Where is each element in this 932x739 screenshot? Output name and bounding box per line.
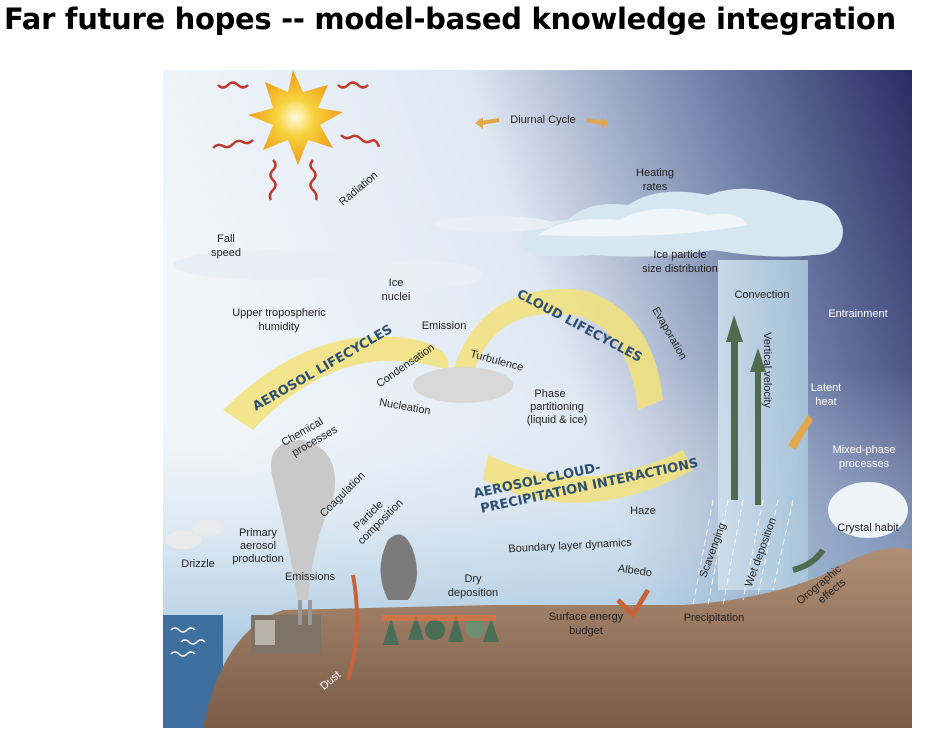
label-fall-1: Fall bbox=[217, 233, 235, 245]
label-diurnal-cycle: Diurnal Cycle bbox=[510, 114, 575, 126]
label-phase-2: partitioning bbox=[530, 401, 584, 413]
smoke-plume bbox=[380, 534, 417, 600]
label-dry-2: deposition bbox=[448, 587, 498, 599]
forest-icon bbox=[381, 615, 499, 645]
label-surface-energy-2: budget bbox=[569, 625, 603, 637]
label-heating-2: rates bbox=[643, 181, 668, 193]
latent-heat-arrow bbox=[788, 415, 813, 450]
aerosol-lifecycle-band bbox=[223, 336, 449, 430]
dust-arrow bbox=[346, 574, 359, 681]
drizzle-cloud bbox=[165, 531, 201, 549]
drizzle-cloud-small bbox=[192, 520, 224, 536]
cirrus-clouds bbox=[173, 216, 553, 289]
label-crystal-habit: Crystal habit bbox=[837, 522, 898, 534]
label-humidity-1: Upper tropospheric bbox=[232, 307, 326, 319]
label-ice-particle-1: Ice particle bbox=[653, 249, 706, 261]
label-precipitation: Precipitation bbox=[684, 612, 745, 624]
label-albedo: Albedo bbox=[617, 563, 653, 580]
label-emissions: Emissions bbox=[285, 571, 336, 583]
vertical-velocity-arrows bbox=[726, 315, 766, 505]
label-latent-2: heat bbox=[815, 396, 836, 408]
label-dry-1: Dry bbox=[464, 573, 482, 585]
label-convection: Convection bbox=[734, 289, 789, 301]
mixed-phase-cloud bbox=[828, 482, 908, 538]
radiation-arrows bbox=[212, 81, 381, 201]
orographic-arrow bbox=[792, 548, 826, 573]
label-mixed-phase-1: Mixed-phase bbox=[833, 444, 896, 456]
aerosol-cloud-band bbox=[483, 450, 693, 503]
label-primary-2: aerosol bbox=[240, 540, 276, 552]
albedo-arrow bbox=[616, 588, 651, 620]
label-ice-nuclei-1: Ice bbox=[389, 277, 404, 289]
label-ice-particle-2: size distribution bbox=[642, 263, 718, 275]
label-surface-energy-1: Surface energy bbox=[549, 611, 624, 623]
label-drizzle: Drizzle bbox=[181, 558, 215, 570]
emission-plume bbox=[271, 440, 335, 600]
label-haze: Haze bbox=[630, 505, 656, 517]
slide-title: Far future hopes -- model-based knowledg… bbox=[4, 2, 896, 36]
cloud-lifecycle-band bbox=[453, 289, 663, 410]
label-emission: Emission bbox=[422, 320, 467, 332]
label-heating-1: Heating bbox=[636, 167, 674, 179]
mixed-cloud-center bbox=[413, 367, 513, 403]
diurnal-cycle-arrows bbox=[475, 117, 609, 129]
label-primary-1: Primary bbox=[239, 527, 277, 539]
factory-icon bbox=[251, 600, 321, 653]
label-fall-2: speed bbox=[211, 247, 241, 259]
sun-icon bbox=[212, 70, 381, 201]
label-phase-3: (liquid & ice) bbox=[527, 414, 588, 426]
precipitation-streaks bbox=[692, 499, 794, 606]
label-entrainment: Entrainment bbox=[828, 308, 887, 320]
label-latent-1: Latent bbox=[811, 382, 842, 394]
label-mixed-phase-2: processes bbox=[839, 458, 890, 470]
label-primary-3: production bbox=[232, 553, 283, 565]
climate-processes-diagram: Diurnal Cycle Radiation Heating rates Fa… bbox=[163, 70, 912, 728]
label-vertical-velocity: Vertical velocity bbox=[761, 332, 773, 408]
label-humidity-2: humidity bbox=[259, 321, 300, 333]
diagram-canvas: Diurnal Cycle Radiation Heating rates Fa… bbox=[163, 70, 912, 728]
wave-icons bbox=[170, 627, 206, 657]
ocean bbox=[163, 615, 223, 728]
ground bbox=[203, 547, 912, 728]
label-ice-nuclei-2: nuclei bbox=[382, 291, 411, 303]
label-phase-1: Phase bbox=[534, 388, 565, 400]
